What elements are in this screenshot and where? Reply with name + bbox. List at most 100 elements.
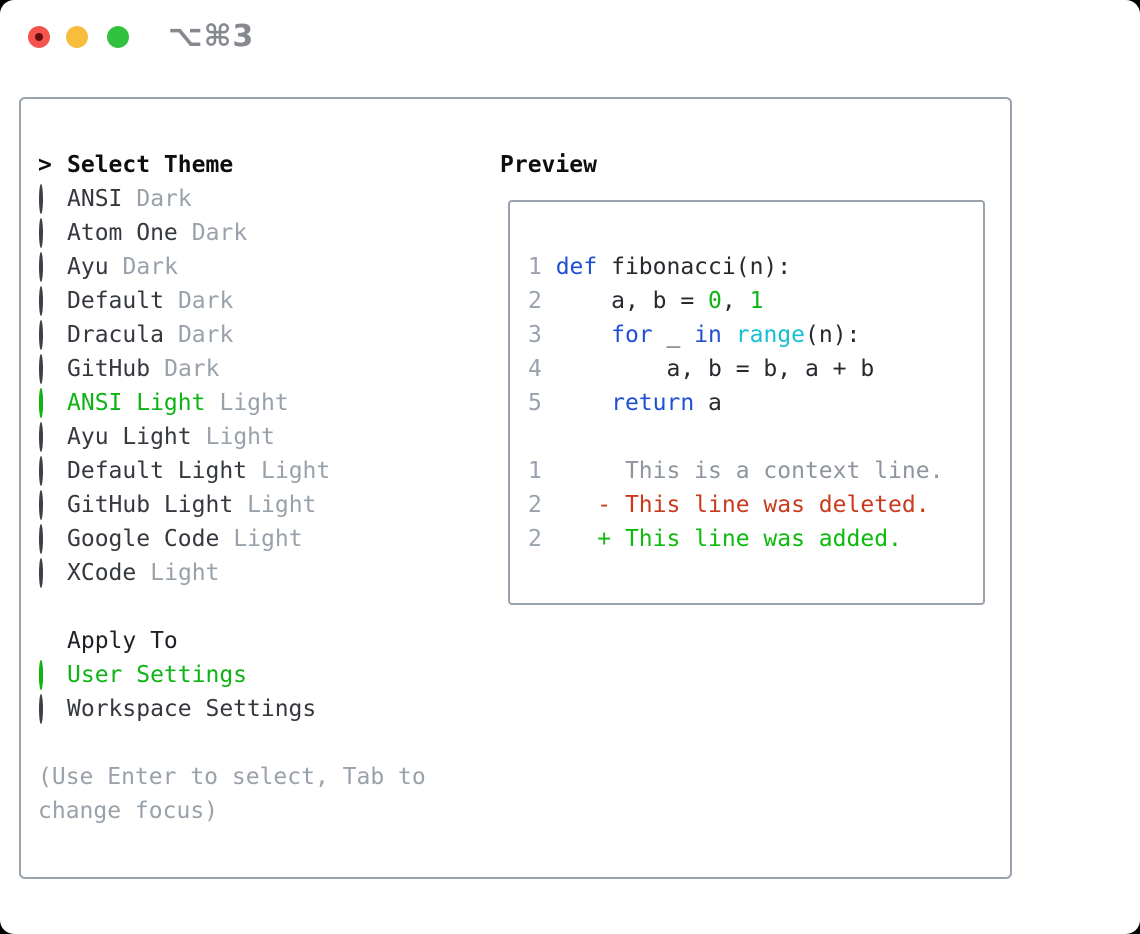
code-segment: 5 [528, 390, 556, 416]
radio-column [38, 490, 67, 520]
option-variant: Light [233, 526, 303, 552]
code-segment: - This line was deleted. [555, 492, 930, 518]
option-label: GitHub Light [67, 492, 234, 518]
option-variant: Light [247, 492, 317, 518]
code-segment: 3 [528, 322, 556, 348]
preview-code-line: 1 This is a context line. [528, 454, 943, 488]
radio-column [38, 660, 67, 690]
option-variant: Dark [122, 254, 178, 280]
option-label: User Settings [67, 662, 248, 688]
help-text-line: change focus) [38, 794, 426, 828]
preview-code-line [528, 420, 943, 454]
code-segment: a, b = [555, 288, 709, 314]
option-variant: Light [261, 458, 331, 484]
selected-radio-icon [39, 388, 43, 418]
code-segment [722, 322, 736, 348]
option-label: ANSI [67, 186, 123, 212]
preview-code-line: 4 a, b = b, a + b [528, 352, 943, 386]
code-segment: 2 [528, 288, 556, 314]
radio-icon [39, 184, 43, 214]
apply-option[interactable]: User Settings [38, 658, 426, 692]
code-segment: + This line was added. [555, 526, 902, 552]
cursor-caret: > [38, 152, 52, 178]
apply-to-title: Apply To [67, 628, 178, 654]
radio-icon [39, 252, 43, 282]
preview-header: Preview [500, 152, 597, 178]
radio-column [38, 286, 67, 316]
option-label: Atom One [67, 220, 178, 246]
apply-option[interactable]: Workspace Settings [38, 692, 426, 726]
theme-option[interactable]: Default Light Light [38, 454, 426, 488]
radio-column [38, 694, 67, 724]
option-label: GitHub [67, 356, 151, 382]
radio-column [38, 184, 67, 214]
option-variant: Dark [177, 322, 234, 348]
preview-code-line: 2 a, b = 0, 1 [528, 284, 943, 318]
code-segment: def [555, 254, 598, 280]
radio-icon [39, 218, 43, 248]
radio-icon [39, 524, 43, 554]
select-theme-header: > Select Theme [38, 148, 426, 182]
apply-to-header: Apply To [38, 624, 426, 658]
close-button[interactable] [28, 26, 50, 48]
theme-option[interactable]: GitHub Light Light [38, 488, 426, 522]
spacer [38, 726, 426, 760]
code-segment: 2 [528, 492, 556, 518]
option-variant: Light [219, 390, 289, 416]
code-segment: for [611, 322, 653, 348]
radio-icon [39, 422, 43, 452]
radio-icon [39, 456, 43, 486]
option-variant: Light [205, 424, 275, 450]
code-segment: _ [652, 322, 695, 348]
radio-column [38, 388, 67, 418]
option-variant: Dark [136, 186, 192, 212]
option-label: Workspace Settings [67, 696, 317, 722]
radio-icon [39, 558, 43, 588]
theme-option[interactable]: Ayu Dark [38, 250, 426, 284]
option-label: XCode [67, 560, 137, 586]
code-segment: 1 [528, 458, 556, 484]
code-segment [556, 390, 611, 416]
zoom-button[interactable] [107, 26, 129, 48]
radio-column [38, 558, 67, 588]
code-segment: a [694, 390, 722, 416]
option-label: Default [67, 288, 164, 314]
code-segment: , [721, 288, 750, 314]
code-segment: This is a context line. [555, 458, 944, 484]
radio-icon [39, 286, 43, 316]
radio-column [38, 218, 67, 248]
radio-icon [39, 490, 43, 520]
help-text: (Use Enter to select, Tab to [38, 764, 426, 790]
option-label: Default Light [67, 458, 248, 484]
radio-column [38, 422, 67, 452]
preview-code-line [528, 216, 943, 250]
spacer [38, 590, 426, 624]
radio-column [38, 524, 67, 554]
content-frame [19, 97, 1012, 879]
radio-icon [39, 694, 43, 724]
radio-column [38, 252, 67, 282]
radio-icon [39, 354, 43, 384]
code-segment: a, b = b, a + b [555, 356, 875, 382]
option-label: Ayu [67, 254, 109, 280]
preview-code-line: 5 return a [528, 386, 943, 420]
code-segment: in [694, 322, 722, 348]
theme-option[interactable]: ANSI Dark [38, 182, 426, 216]
minimize-button[interactable] [66, 26, 88, 48]
radio-column [38, 456, 67, 486]
select-theme-title: Select Theme [67, 152, 234, 178]
